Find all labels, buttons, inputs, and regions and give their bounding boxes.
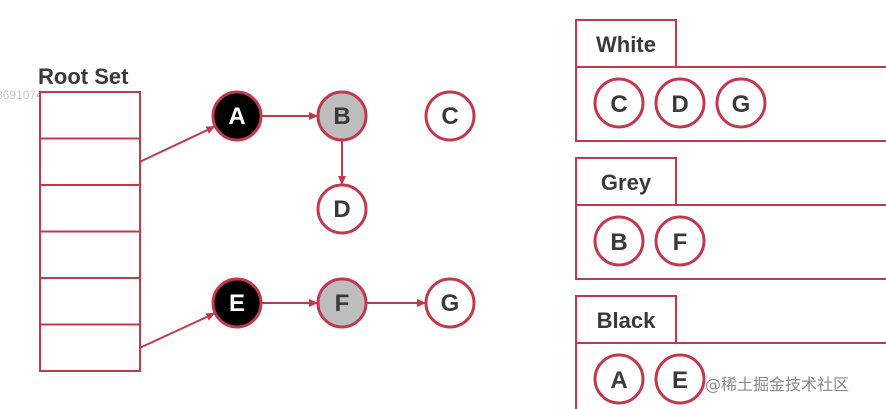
- node-circle: [424, 277, 476, 329]
- root-set-slot: [39, 91, 141, 140]
- node-label: G: [441, 290, 460, 317]
- root-set-slots: [39, 91, 141, 372]
- node-label: E: [229, 290, 245, 317]
- set-item-circle: [593, 77, 645, 129]
- root-set-title: Root Set: [38, 64, 129, 89]
- root-set: Root Set: [38, 64, 141, 372]
- node-label: B: [333, 103, 350, 130]
- watermark-text: @稀土掘金技术社区: [705, 375, 849, 394]
- set-item-f: F: [654, 215, 706, 267]
- set-item-circle: [715, 77, 767, 129]
- node-label: A: [228, 103, 245, 130]
- set-item-circle: [654, 215, 706, 267]
- set-body: [575, 66, 886, 142]
- set-item-label: E: [672, 367, 688, 394]
- node-circle: [211, 90, 263, 142]
- edge-root-slot-1-to-A: [139, 125, 216, 163]
- node-circle: [316, 277, 368, 329]
- set-item-label: B: [610, 229, 627, 256]
- ghost-number-text: 8691074: [0, 88, 43, 102]
- set-item-circle: [654, 353, 706, 405]
- set-title: Grey: [601, 170, 652, 195]
- reference-edges: [139, 112, 426, 349]
- set-tab: [575, 19, 677, 68]
- edge-root-slot-5-to-E: [139, 312, 216, 349]
- node-label: F: [335, 290, 350, 317]
- node-b: B: [316, 90, 368, 142]
- node-f: F: [316, 277, 368, 329]
- root-set-slot: [39, 277, 141, 326]
- set-item-circle: [593, 215, 645, 267]
- root-set-slot: [39, 323, 141, 372]
- root-set-slot: [39, 184, 141, 233]
- set-item-label: A: [610, 367, 627, 394]
- set-title: Black: [597, 308, 656, 333]
- node-d: D: [316, 183, 368, 235]
- node-a: A: [211, 90, 263, 142]
- node-circle: [211, 277, 263, 329]
- node-circle: [424, 90, 476, 142]
- node-e: E: [211, 277, 263, 329]
- set-tab: [575, 157, 677, 206]
- set-item-label: G: [732, 91, 751, 118]
- node-circle: [316, 90, 368, 142]
- node-circle: [316, 183, 368, 235]
- set-item-label: D: [671, 91, 688, 118]
- node-c: C: [424, 90, 476, 142]
- set-tab: [575, 295, 677, 344]
- set-item-label: F: [673, 229, 688, 256]
- set-item-c: C: [593, 77, 645, 129]
- set-title: White: [596, 32, 656, 57]
- set-body: [575, 342, 886, 409]
- node-label: C: [441, 103, 458, 130]
- set-item-e: E: [654, 353, 706, 405]
- set-item-g: G: [715, 77, 767, 129]
- set-item-circle: [654, 77, 706, 129]
- set-item-label: C: [610, 91, 627, 118]
- set-item-a: A: [593, 353, 645, 405]
- set-body: [575, 204, 886, 280]
- object-graph-nodes: A B C D E F G: [211, 90, 476, 329]
- root-set-slot: [39, 230, 141, 279]
- set-item-d: D: [654, 77, 706, 129]
- set-item-b: B: [593, 215, 645, 267]
- root-set-slot: [39, 137, 141, 186]
- set-item-circle: [593, 353, 645, 405]
- node-g: G: [424, 277, 476, 329]
- node-label: D: [333, 196, 350, 223]
